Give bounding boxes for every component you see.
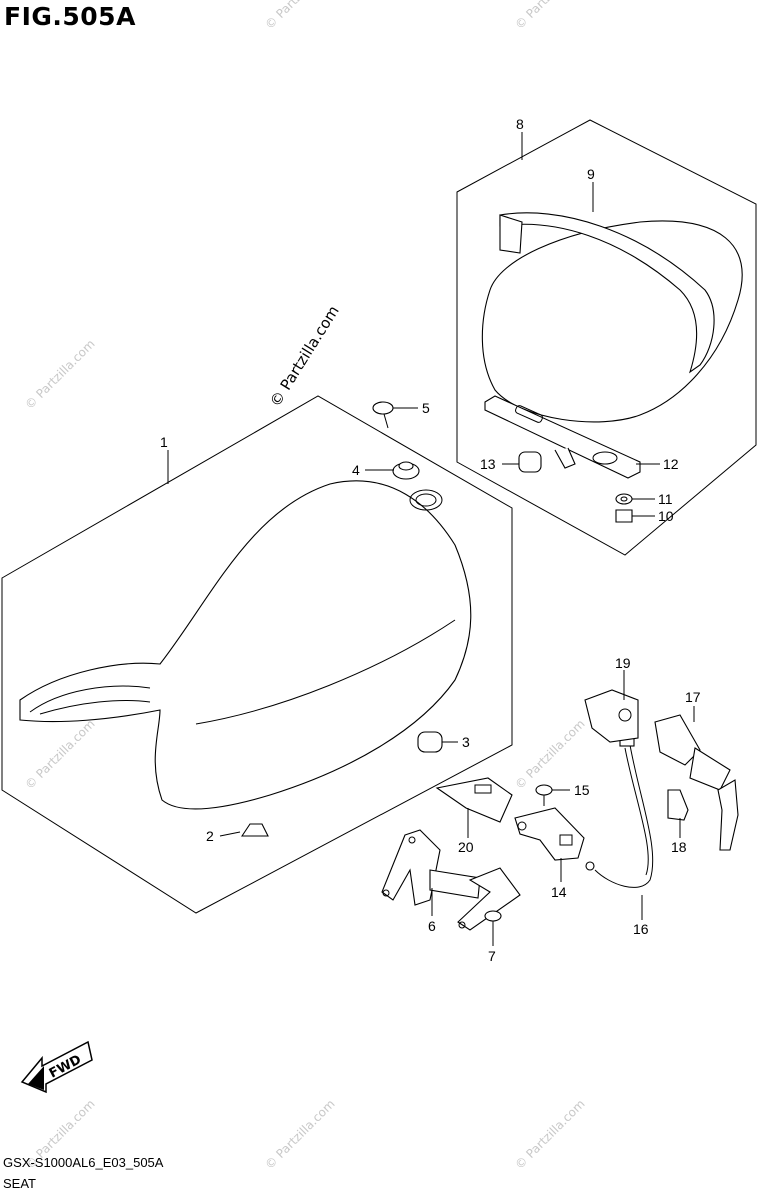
- watermark: © Partzilla.com: [512, 0, 587, 32]
- callout-17: 17: [685, 689, 701, 705]
- plate-12: [484, 395, 641, 479]
- watermark: © Partzilla.com: [22, 337, 97, 412]
- callout-10: 10: [658, 508, 674, 524]
- watermark: © Partzilla.com: [512, 717, 587, 792]
- watermark: © Partzilla.com: [512, 1097, 587, 1172]
- figure-caption: SEAT: [3, 1176, 36, 1191]
- callout-4: 4: [352, 462, 360, 478]
- callout-12: 12: [663, 456, 679, 472]
- watermark: © Partzilla.com: [262, 1097, 337, 1172]
- seat-group-box: [1, 395, 513, 914]
- callout-16: 16: [633, 921, 649, 937]
- clip-18: [667, 789, 689, 821]
- callout-11: 11: [658, 491, 673, 507]
- nut-10: [615, 509, 633, 523]
- callout-6: 6: [428, 918, 436, 934]
- figure-title: FIG.505A: [4, 2, 136, 31]
- callouts: 1 2 3 4 5 6 7 8 9 10 11 12 13 14 15 16 1: [160, 116, 701, 964]
- cushion-3: [417, 731, 443, 753]
- washer-11: [615, 493, 633, 505]
- rear-seat-illustration: [481, 212, 743, 423]
- callout-1: 1: [160, 434, 168, 450]
- callout-19: 19: [615, 655, 631, 671]
- latch-bracket-20: [435, 777, 513, 823]
- callout-14: 14: [551, 884, 567, 900]
- cushion-2: [240, 823, 269, 837]
- cushion-13: [518, 451, 542, 473]
- callout-20: 20: [458, 839, 474, 855]
- callout-15: 15: [574, 782, 590, 798]
- model-code: GSX-S1000AL6_E03_505A: [3, 1155, 164, 1170]
- hinge-bracket-6: [381, 829, 521, 931]
- callout-18: 18: [671, 839, 687, 855]
- lock-bracket-19: [584, 689, 639, 743]
- grommet-4: [392, 461, 443, 511]
- callout-2: 2: [206, 828, 214, 844]
- bolt-15: [535, 784, 553, 806]
- watermark: © Partzilla.com: [22, 717, 97, 792]
- callout-3: 3: [462, 734, 470, 750]
- callout-13: 13: [480, 456, 496, 472]
- callout-9: 9: [587, 166, 595, 182]
- partzilla-stamp: © Partzilla.com: [266, 302, 343, 410]
- seat-lock-17: [654, 714, 739, 851]
- cable-16: [585, 731, 654, 888]
- callout-5: 5: [422, 400, 430, 416]
- bolt-5: [372, 401, 394, 429]
- callout-7: 7: [488, 948, 496, 964]
- seat-illustration: [19, 480, 472, 810]
- callout-8: 8: [516, 116, 524, 132]
- watermark: © Partzilla.com: [262, 0, 337, 32]
- lock-mechanism-14: [514, 807, 585, 861]
- rear-seat-box: [456, 119, 757, 556]
- fwd-arrow-icon: FWD: [20, 1040, 93, 1094]
